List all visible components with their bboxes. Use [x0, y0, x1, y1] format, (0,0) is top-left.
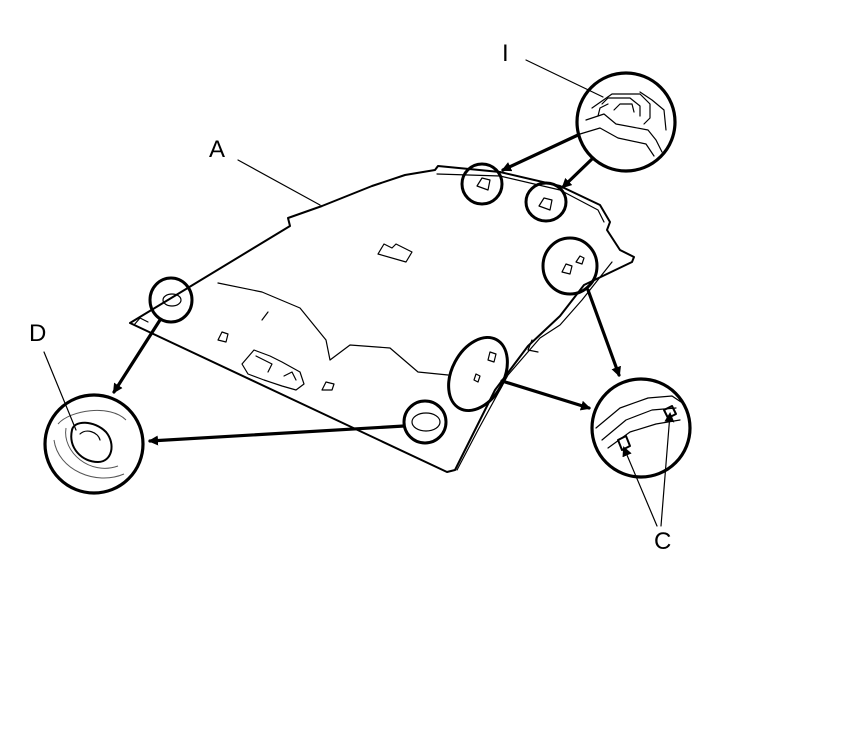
marker-front-visor [148, 276, 194, 324]
arrow-visor-to-detail-d [112, 318, 162, 394]
leader-d [43, 351, 77, 431]
clip-location-markers [148, 162, 599, 445]
arrow-side-low-to-detail-c [500, 379, 591, 411]
leader-lines [43, 59, 675, 527]
callout-a: A [209, 136, 225, 163]
detail-view-d [43, 393, 145, 495]
detail-view-i [575, 71, 677, 173]
callout-d: D [29, 320, 46, 347]
leader-c-left [622, 446, 658, 527]
marker-rear-clip-right [524, 181, 568, 223]
detail-view-c [590, 377, 692, 479]
arrow-detail-i-to-right-clip [561, 157, 594, 189]
callout-labels: A C D I [29, 40, 671, 555]
leader-a [237, 159, 321, 206]
marker-side-clip-low [447, 335, 509, 413]
leader-i [525, 59, 604, 98]
callout-i: I [502, 40, 509, 67]
arrow-side-high-to-detail-c [586, 288, 621, 377]
connector-arrows [112, 133, 621, 446]
marker-rear-clip-left [460, 162, 504, 206]
marker-grab-handle [402, 399, 448, 445]
leader-c-right [660, 412, 675, 527]
callout-c: C [654, 528, 671, 555]
arrow-detail-i-to-left-clip [501, 133, 580, 172]
arrow-handle-to-detail-d [148, 424, 406, 446]
marker-side-clip-high [541, 236, 599, 296]
